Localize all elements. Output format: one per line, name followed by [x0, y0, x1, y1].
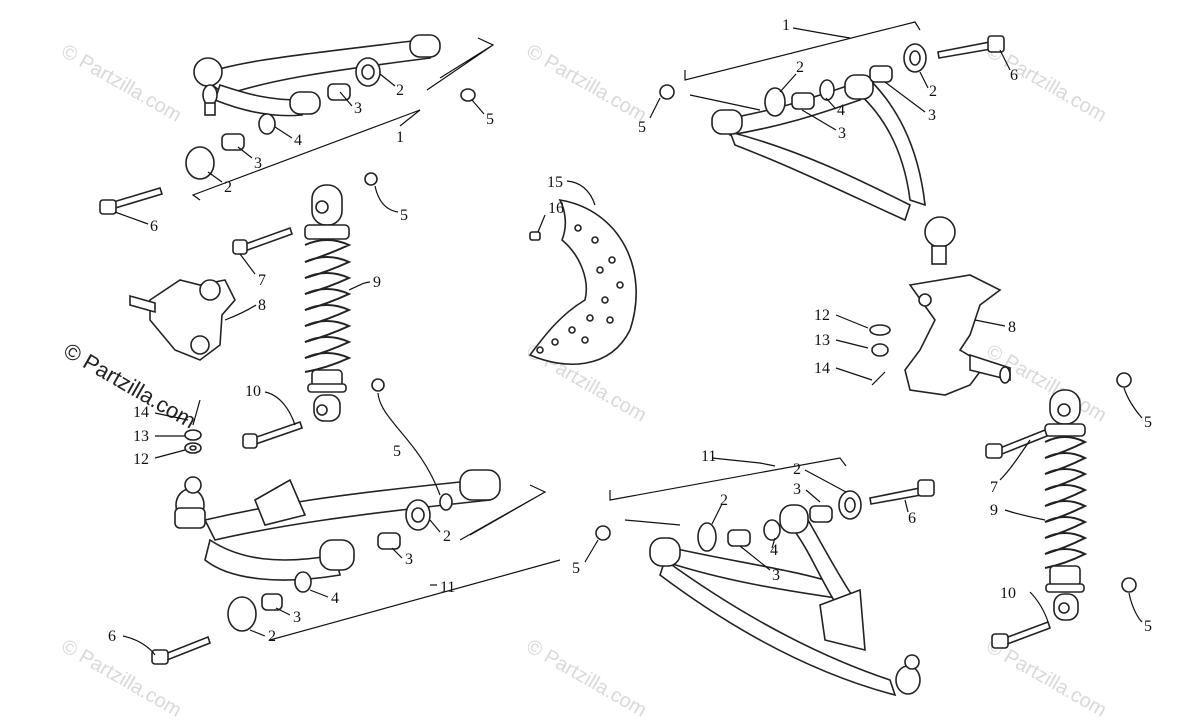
- shock-absorber-right: [1044, 372, 1137, 621]
- part-label: 5: [1144, 618, 1152, 635]
- part-label: 7: [258, 272, 266, 289]
- part-label: 5: [486, 111, 494, 128]
- part-label: 4: [294, 132, 302, 149]
- shock-absorber-left: [304, 172, 385, 422]
- watermark: © Partzilla.com: [58, 40, 186, 126]
- watermark: © Partzilla.com: [983, 340, 1111, 426]
- part-label: 2: [929, 83, 937, 100]
- part-label: 9: [990, 502, 998, 519]
- bracket-lines-left-lower: [269, 484, 561, 641]
- part-label: 6: [150, 218, 158, 235]
- bracket-lines-right-upper: [684, 21, 921, 111]
- part-label: 12: [814, 307, 830, 324]
- labels: 1 2 3 4 3 2 5 6 5 7 8 9 10 5 14 13 12 2 …: [108, 17, 1152, 656]
- part-label: 14: [133, 404, 149, 421]
- part-label: 6: [1010, 67, 1018, 84]
- nut-cotter-left: [184, 399, 202, 454]
- bushing-seal-right-lower: [595, 490, 862, 552]
- watermark: © Partzilla.com: [58, 635, 186, 721]
- part-label: 4: [770, 542, 778, 559]
- bushing-seal-right-upper: [659, 43, 927, 117]
- part-label: 15: [547, 174, 563, 191]
- part-label: 11: [701, 448, 716, 465]
- part-label: 4: [331, 590, 339, 607]
- part-label: 14: [814, 360, 830, 377]
- bushing-seal-left-upper: [185, 57, 476, 180]
- part-label: 10: [245, 383, 261, 400]
- knuckle-right: [904, 274, 1011, 396]
- part-label: 5: [393, 443, 401, 460]
- bolt-right-lower: [869, 479, 935, 505]
- part-label: 3: [838, 125, 846, 142]
- bolts-left-mid: [232, 226, 304, 449]
- lower-a-arm-right: [649, 504, 921, 697]
- part-label: 13: [133, 428, 149, 445]
- part-label: 6: [108, 628, 116, 645]
- part-label: 1: [782, 17, 790, 34]
- bracket-lines-right-lower: [609, 457, 847, 526]
- part-label: 1: [396, 129, 404, 146]
- knuckle-left: [129, 279, 236, 361]
- part-label: 2: [443, 528, 451, 545]
- upper-a-arm-right: [711, 74, 956, 265]
- part-label: 10: [1000, 585, 1016, 602]
- bolt-left-upper: [99, 187, 164, 215]
- bolts-right-mid: [985, 428, 1052, 649]
- part-label: 3: [405, 551, 413, 568]
- part-label: 3: [793, 481, 801, 498]
- part-label: 3: [772, 567, 780, 584]
- part-label: 3: [928, 107, 936, 124]
- part-label: 12: [133, 451, 149, 468]
- part-label: 13: [814, 332, 830, 349]
- part-label: 5: [400, 207, 408, 224]
- part-label: 6: [908, 510, 916, 527]
- part-label: 9: [373, 274, 381, 291]
- part-label: 2: [796, 59, 804, 76]
- part-label: 5: [572, 560, 580, 577]
- upper-a-arm-left: [193, 34, 441, 117]
- part-label: 11: [440, 579, 455, 596]
- part-label: 3: [293, 609, 301, 626]
- part-label: 8: [1008, 319, 1016, 336]
- part-label: 3: [354, 100, 362, 117]
- part-label: 16: [548, 200, 564, 217]
- part-label: 5: [638, 119, 646, 136]
- part-label: 4: [837, 102, 845, 119]
- part-label: 8: [258, 297, 266, 314]
- watermark: © Partzilla.com: [523, 40, 651, 126]
- brake-disc: [528, 198, 637, 365]
- bolt-left-lower: [151, 635, 211, 665]
- part-label: 2: [720, 492, 728, 509]
- lower-a-arm-left: [174, 469, 501, 581]
- part-label: 2: [396, 82, 404, 99]
- bushing-seal-left-lower: [227, 493, 453, 632]
- bolt-right-upper: [937, 35, 1005, 59]
- bracket-lines-left-upper: [191, 37, 495, 201]
- part-label: 2: [224, 179, 232, 196]
- part-label: 2: [268, 628, 276, 645]
- watermark: © Partzilla.com: [523, 635, 651, 721]
- nut-cotter-right: [869, 324, 891, 386]
- part-label: 3: [254, 155, 262, 172]
- part-label: 5: [1144, 414, 1152, 431]
- part-label: 2: [793, 461, 801, 478]
- part-label: 7: [990, 479, 998, 496]
